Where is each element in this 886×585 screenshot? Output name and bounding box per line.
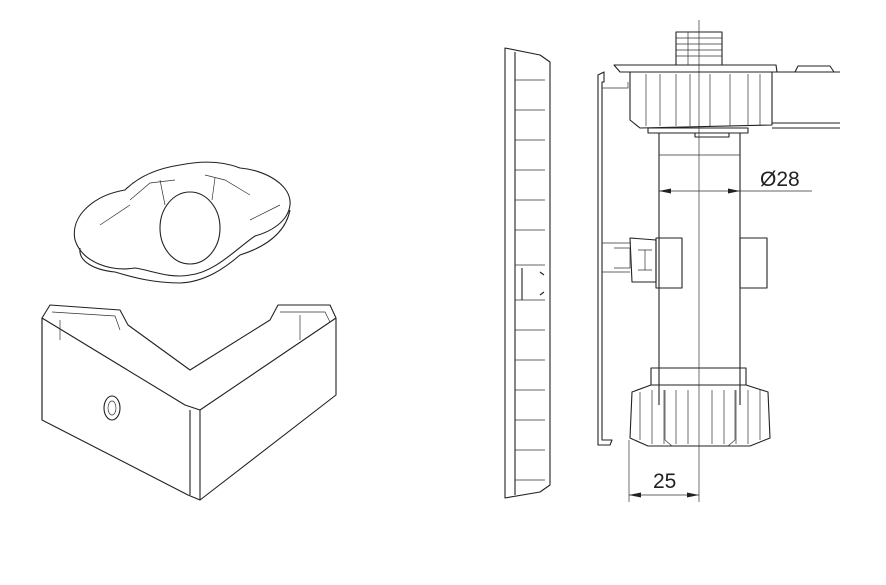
adjustable-leg: Ø28 25	[597, 20, 840, 502]
bracket-part	[41, 304, 337, 501]
profile-section	[504, 47, 551, 499]
diameter-dimension: Ø28	[659, 168, 812, 194]
diameter-label: Ø28	[760, 168, 800, 191]
offset-label: 25	[653, 470, 676, 493]
offset-dimension: 25	[628, 440, 699, 502]
clip-part	[73, 161, 291, 284]
